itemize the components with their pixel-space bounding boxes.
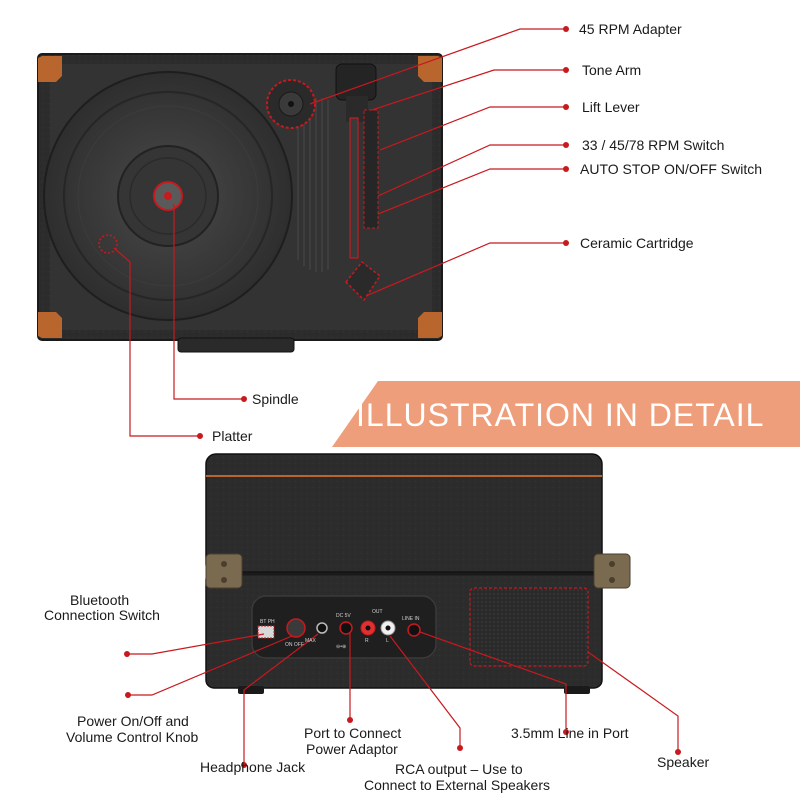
ceramic-cartridge (344, 260, 382, 302)
headphone-jack (316, 622, 328, 634)
top-callout-dots (197, 26, 569, 439)
foot (564, 686, 590, 694)
label-45-rpm-adapter: 45 RPM Adapter (579, 21, 682, 37)
line-in-jack (407, 623, 421, 637)
speaker-grill (469, 587, 589, 667)
label-rca-line2: Connect to External Speakers (364, 777, 550, 793)
marking-l: L (386, 638, 389, 644)
top-view-turntable (37, 53, 443, 353)
banner-title: ILLUSTRATION IN DETAIL (356, 397, 765, 433)
label-power-port-line1: Port to Connect (304, 725, 402, 741)
label-tone-arm: Tone Arm (582, 62, 642, 78)
label-speaker: Speaker (657, 754, 710, 770)
dc-port (339, 621, 353, 635)
back-view-turntable (205, 453, 631, 694)
corner-cap (38, 56, 62, 82)
label-power-line2: Volume Control Knob (66, 729, 199, 745)
label-rpm-switch: 33 / 45/78 RPM Switch (582, 137, 725, 153)
bluetooth-switch (257, 625, 275, 639)
marking-max: MAX (305, 638, 317, 644)
tone-arm (335, 63, 382, 302)
foot (238, 686, 264, 694)
panel-markings: BT PH ON OFF MAX DC 5V OUT R L LINE IN ⊖… (260, 609, 420, 650)
marking-bt-ph: BT PH (260, 619, 275, 625)
marking-dc: DC 5V (336, 613, 351, 619)
label-power-line1: Power On/Off and (77, 713, 189, 729)
carry-handle (177, 337, 295, 353)
volume-knob (286, 618, 306, 638)
label-power-port-line2: Power Adaptor (306, 741, 398, 757)
marking-r: R (365, 638, 369, 644)
label-headphone-jack: Headphone Jack (200, 759, 306, 775)
label-lift-lever: Lift Lever (582, 99, 640, 115)
label-rca-line1: RCA output – Use to (395, 761, 523, 777)
corner-cap (38, 312, 62, 338)
hinge (205, 553, 243, 589)
bottom-callout-dots (124, 651, 681, 768)
marking-polarity: ⊖•⊕ (336, 644, 346, 650)
marking-out: OUT (372, 609, 383, 615)
label-spindle: Spindle (252, 391, 299, 407)
label-line-in-port: 3.5mm Line in Port (511, 725, 629, 741)
marking-on-off: ON OFF (285, 642, 304, 648)
label-auto-stop-switch: AUTO STOP ON/OFF Switch (580, 161, 763, 177)
label-bluetooth-line2: Connection Switch (44, 607, 160, 623)
label-platter: Platter (212, 428, 253, 444)
corner-cap (418, 56, 442, 82)
marking-line-in: LINE IN (402, 616, 420, 622)
hinge (593, 553, 631, 589)
bottom-callout-lines (127, 631, 679, 765)
platter-marker (98, 234, 118, 254)
label-ceramic-cartridge: Ceramic Cartridge (580, 235, 694, 251)
top-callout-lines (113, 28, 566, 437)
corner-cap (418, 312, 442, 338)
illustration-banner (332, 381, 800, 447)
label-bluetooth-line1: Bluetooth (70, 592, 130, 608)
deck-ribbing (297, 98, 329, 272)
case-lid (205, 453, 603, 575)
